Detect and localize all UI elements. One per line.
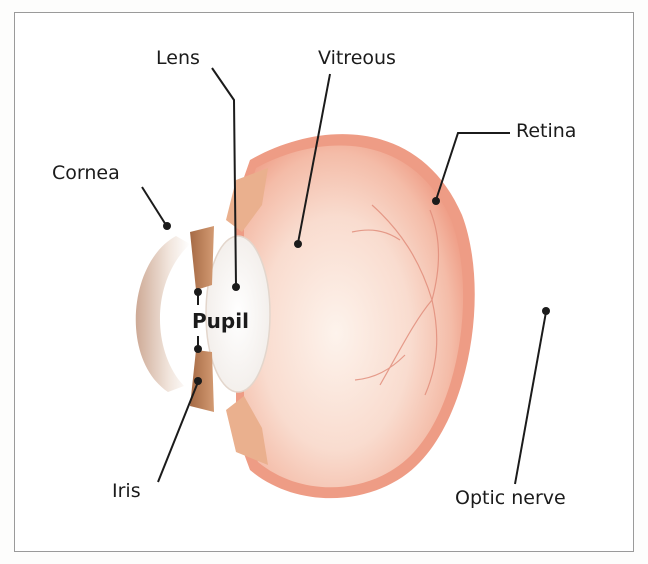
iris-leader (158, 382, 198, 482)
iris-upper (190, 226, 214, 290)
lens-leader-dot (232, 283, 240, 291)
label-lens: Lens (156, 47, 200, 69)
label-optic-nerve: Optic nerve (455, 487, 566, 509)
label-retina: Retina (516, 120, 576, 142)
cornea-shape (136, 236, 190, 392)
cornea-leader (142, 187, 166, 225)
retina-leader-dot (432, 197, 440, 205)
pupil-leader-dot-lower (194, 345, 202, 353)
optic-nerve-leader-dot (542, 307, 550, 315)
label-pupil: Pupil (192, 309, 249, 333)
vitreous-leader-dot (294, 240, 302, 248)
label-vitreous: Vitreous (318, 47, 396, 69)
label-cornea: Cornea (52, 162, 120, 184)
cornea-leader-dot (163, 222, 171, 230)
eyeball (136, 134, 475, 498)
optic-nerve-leader (515, 312, 546, 484)
label-iris: Iris (112, 480, 141, 502)
iris-leader-dot (194, 377, 202, 385)
pupil-leader-dot-upper (194, 288, 202, 296)
